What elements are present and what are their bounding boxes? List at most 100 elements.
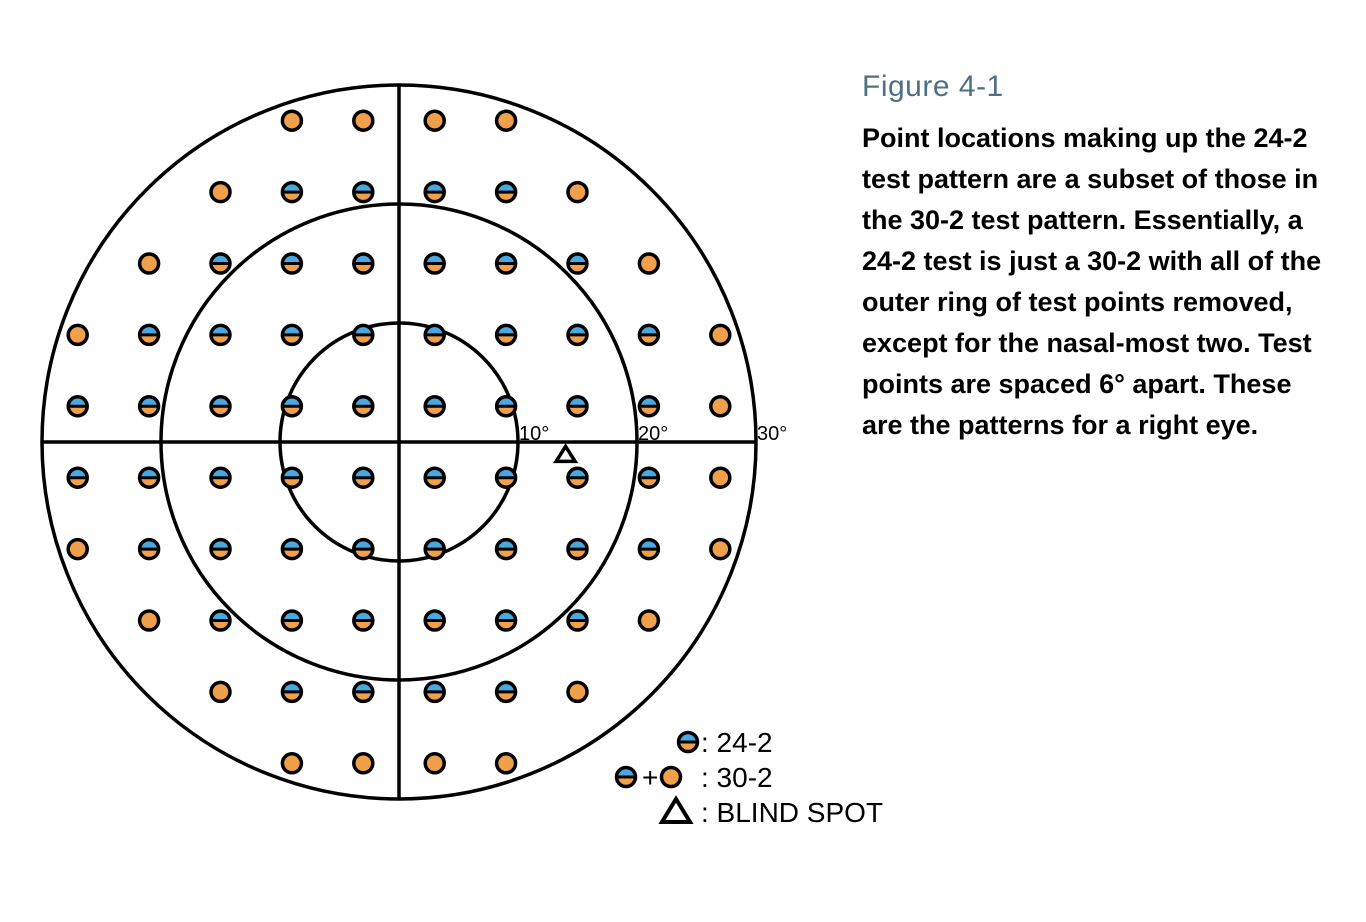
test-point-24-2 xyxy=(494,609,518,632)
ring-label-20: 20° xyxy=(638,423,668,445)
test-point-24-2 xyxy=(137,537,161,561)
test-point-30-2 xyxy=(280,752,304,775)
test-point-24-2 xyxy=(352,466,375,489)
figure-label: Figure 4-1 xyxy=(862,70,1004,103)
test-point-24-2 xyxy=(566,252,589,275)
test-point-24-2 xyxy=(280,466,304,489)
legend-30-2-symbol-a xyxy=(614,765,638,789)
test-point-24-2 xyxy=(423,537,446,561)
test-point-24-2 xyxy=(209,395,232,418)
test-point-24-2 xyxy=(137,466,161,489)
test-point-30-2 xyxy=(494,109,518,132)
test-point-24-2 xyxy=(423,180,446,204)
test-point-24-2 xyxy=(637,323,661,347)
test-point-24-2 xyxy=(280,323,304,347)
test-point-24-2 xyxy=(66,395,89,418)
test-point-30-2 xyxy=(566,180,589,204)
test-point-30-2 xyxy=(637,252,661,275)
test-point-24-2 xyxy=(137,323,161,347)
test-point-24-2 xyxy=(494,395,518,418)
test-point-24-2 xyxy=(209,323,232,347)
legend-24-2-label: : 24-2 xyxy=(701,727,773,758)
test-point-30-2 xyxy=(209,180,232,204)
test-point-24-2 xyxy=(494,680,518,704)
test-point-24-2 xyxy=(423,680,446,704)
test-point-24-2 xyxy=(280,252,304,275)
legend-point-24-2 xyxy=(676,730,700,754)
test-point-30-2 xyxy=(137,609,161,632)
test-point-30-2 xyxy=(709,466,732,489)
test-point-24-2 xyxy=(494,180,518,204)
test-point-30-2 xyxy=(709,323,732,347)
test-point-24-2 xyxy=(423,609,446,632)
test-point-30-2 xyxy=(352,109,375,132)
test-point-24-2 xyxy=(566,466,589,489)
test-point-30-2 xyxy=(423,752,446,775)
test-point-24-2 xyxy=(494,252,518,275)
test-point-24-2 xyxy=(352,323,375,347)
test-point-24-2 xyxy=(423,395,446,418)
test-point-30-2 xyxy=(137,252,161,275)
legend-plus-sign: + xyxy=(642,762,658,793)
test-point-24-2 xyxy=(352,180,375,204)
test-point-24-2 xyxy=(566,609,589,632)
test-point-30-2 xyxy=(209,680,232,704)
legend-point-24-2 xyxy=(614,765,638,789)
test-point-30-2 xyxy=(280,109,304,132)
test-point-24-2 xyxy=(637,395,661,418)
test-point-24-2 xyxy=(280,395,304,418)
legend-blind-spot-icon xyxy=(658,795,694,824)
legend-blind-spot-label: : BLIND SPOT xyxy=(701,797,883,828)
figure-caption: Point locations making up the 24-2 test … xyxy=(862,123,1322,440)
legend-24-2-symbol xyxy=(676,730,700,754)
test-point-24-2 xyxy=(566,395,589,418)
figure-caption-block: Figure 4-1 Point locations making up the… xyxy=(862,70,1332,446)
test-point-24-2 xyxy=(566,537,589,561)
test-point-24-2 xyxy=(209,466,232,489)
test-point-24-2 xyxy=(209,537,232,561)
test-point-24-2 xyxy=(423,466,446,489)
test-point-24-2 xyxy=(280,537,304,561)
test-point-24-2 xyxy=(494,537,518,561)
legend-30-2-label: : 30-2 xyxy=(701,762,773,793)
test-point-30-2 xyxy=(494,752,518,775)
test-point-24-2 xyxy=(352,252,375,275)
blind-spot-layer xyxy=(552,443,579,464)
ring-label-10: 10° xyxy=(519,423,549,445)
test-point-30-2 xyxy=(352,752,375,775)
test-point-24-2 xyxy=(566,323,589,347)
ring-labels-layer: 10° 20° 30° xyxy=(519,423,787,445)
test-point-30-2 xyxy=(566,680,589,704)
legend-point-30-2 xyxy=(659,765,683,789)
test-point-30-2 xyxy=(66,537,89,561)
test-point-24-2 xyxy=(494,323,518,347)
test-point-24-2 xyxy=(423,323,446,347)
test-point-30-2 xyxy=(709,537,732,561)
test-point-24-2 xyxy=(352,609,375,632)
test-point-24-2 xyxy=(280,680,304,704)
test-point-30-2 xyxy=(709,395,732,418)
test-point-24-2 xyxy=(137,395,161,418)
test-point-30-2 xyxy=(637,609,661,632)
test-point-30-2 xyxy=(423,109,446,132)
test-point-24-2 xyxy=(280,609,304,632)
test-points-layer xyxy=(66,109,732,775)
test-point-24-2 xyxy=(209,252,232,275)
test-point-24-2 xyxy=(209,609,232,632)
test-point-24-2 xyxy=(66,466,89,489)
test-point-24-2 xyxy=(352,680,375,704)
test-point-24-2 xyxy=(423,252,446,275)
test-point-24-2 xyxy=(280,180,304,204)
axes-layer xyxy=(42,85,756,799)
test-point-30-2 xyxy=(66,323,89,347)
test-point-24-2 xyxy=(352,395,375,418)
test-point-24-2 xyxy=(637,466,661,489)
test-point-24-2 xyxy=(637,537,661,561)
test-point-24-2 xyxy=(352,537,375,561)
legend-30-2-symbol-b xyxy=(659,765,683,789)
ring-label-30: 30° xyxy=(757,423,787,445)
blind-spot-marker xyxy=(552,443,579,464)
legend: : 24-2 + : 30-2 : BLIND SPOT xyxy=(614,727,883,828)
